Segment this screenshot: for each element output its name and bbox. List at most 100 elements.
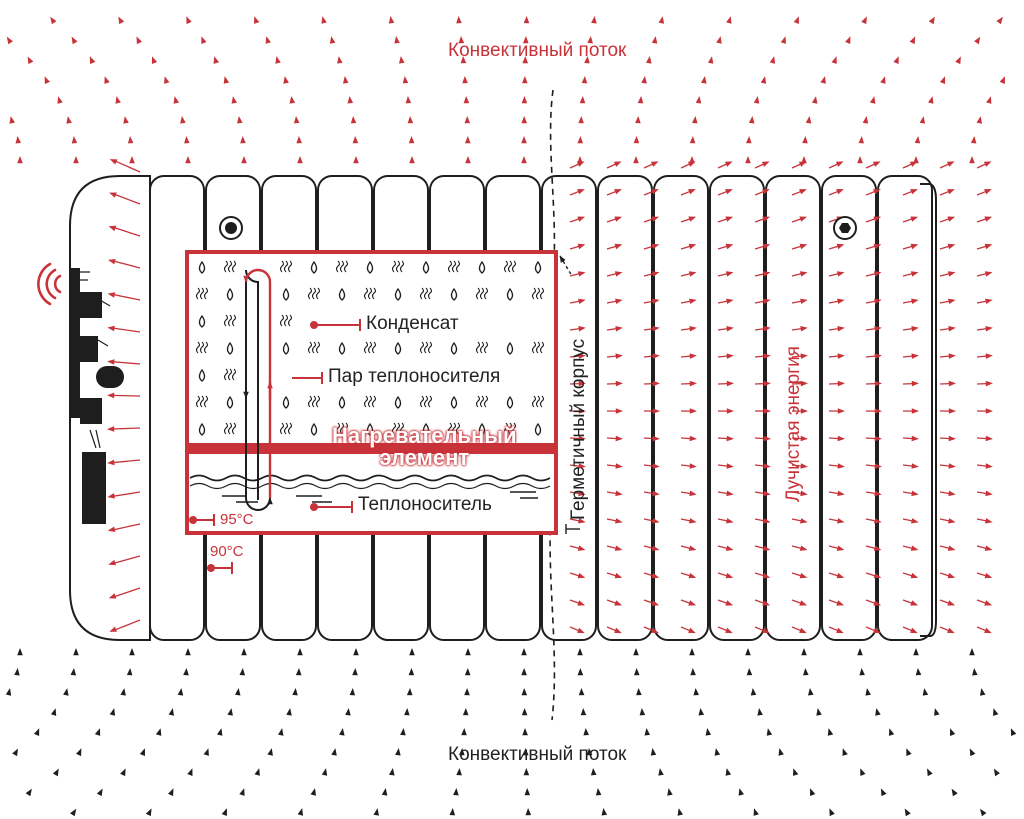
flow-arrow [880,76,886,84]
flow-arrow [240,136,246,144]
flow-arrow [406,688,413,696]
flow-arrow [580,708,587,716]
flow-arrow [928,16,935,25]
flow-arrow [94,728,101,736]
vapor-wave-icon [531,341,545,354]
radiant-arrow [865,355,877,358]
flow-arrow [829,808,835,817]
radiant-arrow [976,163,987,169]
flow-arrow [579,96,586,104]
radiant-arrow [569,245,580,250]
flow-arrow [50,16,57,25]
flow-arrow [644,728,650,736]
flow-arrow [71,136,78,144]
flow-arrow [689,136,696,144]
vapor-wave-icon [363,395,377,408]
water-drop-icon [422,260,430,274]
internal-cutaway [185,250,573,535]
radiant-arrow [680,464,691,467]
flow-arrow [186,16,192,25]
flow-arrow [27,56,34,65]
flow-arrow [33,728,40,736]
radiant-arrow [902,518,913,522]
water-drop-icon [338,341,346,355]
flow-arrow [297,808,303,816]
vapor-wave-icon [223,260,237,273]
flow-arrow [109,708,116,716]
left-heat-arrow [112,491,141,498]
radiant-energy-arrows [569,161,993,634]
radiant-arrow [828,190,839,196]
radiant-arrow [717,626,728,632]
flow-arrow [461,728,467,736]
radiant-arrow [976,545,987,550]
flow-arrow [66,116,72,124]
flow-arrow [753,96,760,104]
flow-arrow [456,16,462,24]
flow-arrow [808,688,814,696]
temp-low-label: 90°C [210,543,244,560]
radiant-arrow [828,464,839,467]
flow-arrow [12,748,18,757]
flow-arrow [523,16,530,24]
chamber-outline [185,250,558,535]
water-drop-icon [534,260,542,274]
flow-arrow [865,688,871,696]
vapor-wave-icon [391,422,405,435]
flow-arrow [934,708,940,716]
radiant-arrow [569,518,580,522]
flow-arrow [909,36,916,45]
radiant-arrow [976,491,988,495]
flow-arrow [689,156,695,164]
radiant-arrow [717,300,728,304]
flow-arrow [394,36,400,44]
radiant-arrow [717,518,728,522]
vapor-wave-icon [503,260,517,273]
radiant-arrow [569,190,580,196]
radiator-section [709,175,765,641]
convective-flow-bottom-arrows [5,648,1017,817]
radiant-arrow [569,272,580,277]
flow-arrow [120,688,126,696]
flow-arrow [126,668,133,676]
radiant-arrow [754,437,766,440]
radiant-arrow [717,572,728,577]
radiant-arrow [865,518,876,522]
flow-arrow [976,116,982,124]
radiant-arrow [717,464,728,467]
radiant-arrow [828,518,839,522]
flow-arrow [373,808,379,816]
flow-arrow [521,648,527,656]
radiant-arrow [680,599,691,605]
flow-arrow [521,668,527,676]
heating-element-label-line2: элемент [379,445,470,470]
flow-arrow [1010,728,1017,736]
water-drop-icon [198,314,206,328]
flow-arrow [880,788,887,797]
flow-arrow [275,56,281,64]
left-heat-arrow [111,427,141,430]
flow-arrow [267,748,273,756]
flow-arrow [969,748,976,757]
flow-arrow [235,688,241,696]
flow-arrow [297,648,303,656]
flow-arrow [950,728,956,736]
radiant-arrow [865,464,876,467]
flow-arrow [999,76,1005,84]
water-drop-icon [450,395,458,409]
radiant-arrow [976,300,987,304]
flow-arrow [145,808,152,817]
flow-arrow [408,668,415,676]
flow-arrow [321,768,328,776]
flow-arrow [919,116,926,124]
radiant-arrow [939,572,950,577]
flow-arrow [842,748,848,756]
radiant-arrow [569,572,580,577]
flow-arrow [922,688,929,696]
radiant-arrow [939,218,950,223]
radiant-arrow [791,464,802,467]
convective-flow-top-arrows [6,16,1005,164]
flow-arrow [329,36,336,44]
flow-arrow [524,788,531,796]
radiant-arrow [791,300,802,304]
